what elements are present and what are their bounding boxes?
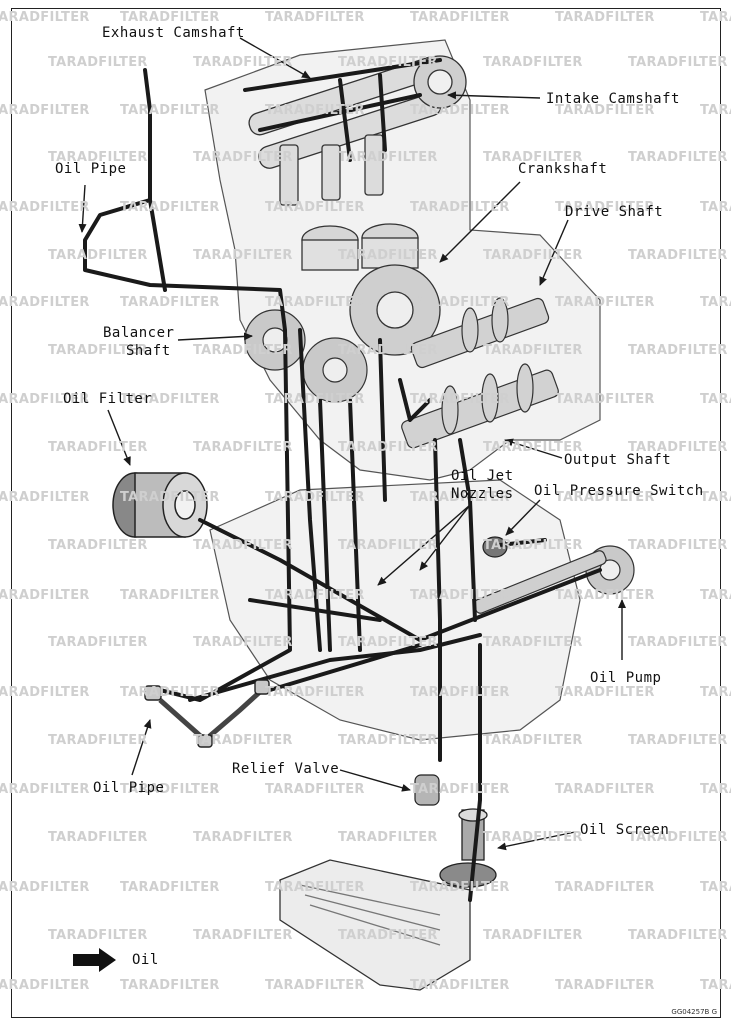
label-intake-camshaft: Intake Camshaft <box>546 91 680 107</box>
label-oil-screen: Oil Screen <box>580 822 670 838</box>
crankshaft-assembly <box>301 223 441 356</box>
diagram-frame <box>11 8 721 1018</box>
oil-pan <box>279 859 471 991</box>
label-oil-pipe-top: Oil Pipe <box>55 161 127 177</box>
oil-pipe-lower <box>144 679 270 748</box>
label-relief-valve: Relief Valve <box>232 761 340 777</box>
label-oil-jet-nozzles: Nozzles <box>451 486 514 502</box>
transmission-shafts <box>401 297 559 449</box>
label-exhaust-camshaft: Exhaust Camshaft <box>102 25 245 41</box>
relief-valve <box>414 774 440 806</box>
leader-lines <box>78 37 626 851</box>
label-crankshaft: Crankshaft <box>518 161 608 177</box>
label-drive-shaft: Drive Shaft <box>565 204 664 220</box>
label-oil-filter: Oil Filter <box>63 391 153 407</box>
legend-oil-label: Oil <box>132 952 159 968</box>
oil-passages <box>83 58 602 902</box>
figure-code: GG04257B G <box>671 1008 717 1016</box>
label-oil-pump: Oil Pump <box>590 670 662 686</box>
label-balancer: Balancer <box>103 325 175 341</box>
label-oil-pipe-bottom: Oil Pipe <box>93 780 165 796</box>
label-balancer-shaft: Shaft <box>126 343 171 359</box>
oil-filter <box>112 472 208 538</box>
label-oil-jet: Oil Jet <box>451 468 514 484</box>
label-oil-pressure-switch: Oil Pressure Switch <box>534 483 704 499</box>
label-output-shaft: Output Shaft <box>564 452 672 468</box>
legend-oil-arrow <box>73 948 116 972</box>
gears <box>244 309 635 595</box>
oil-pressure-switch <box>482 536 508 558</box>
oil-screen <box>439 808 497 888</box>
